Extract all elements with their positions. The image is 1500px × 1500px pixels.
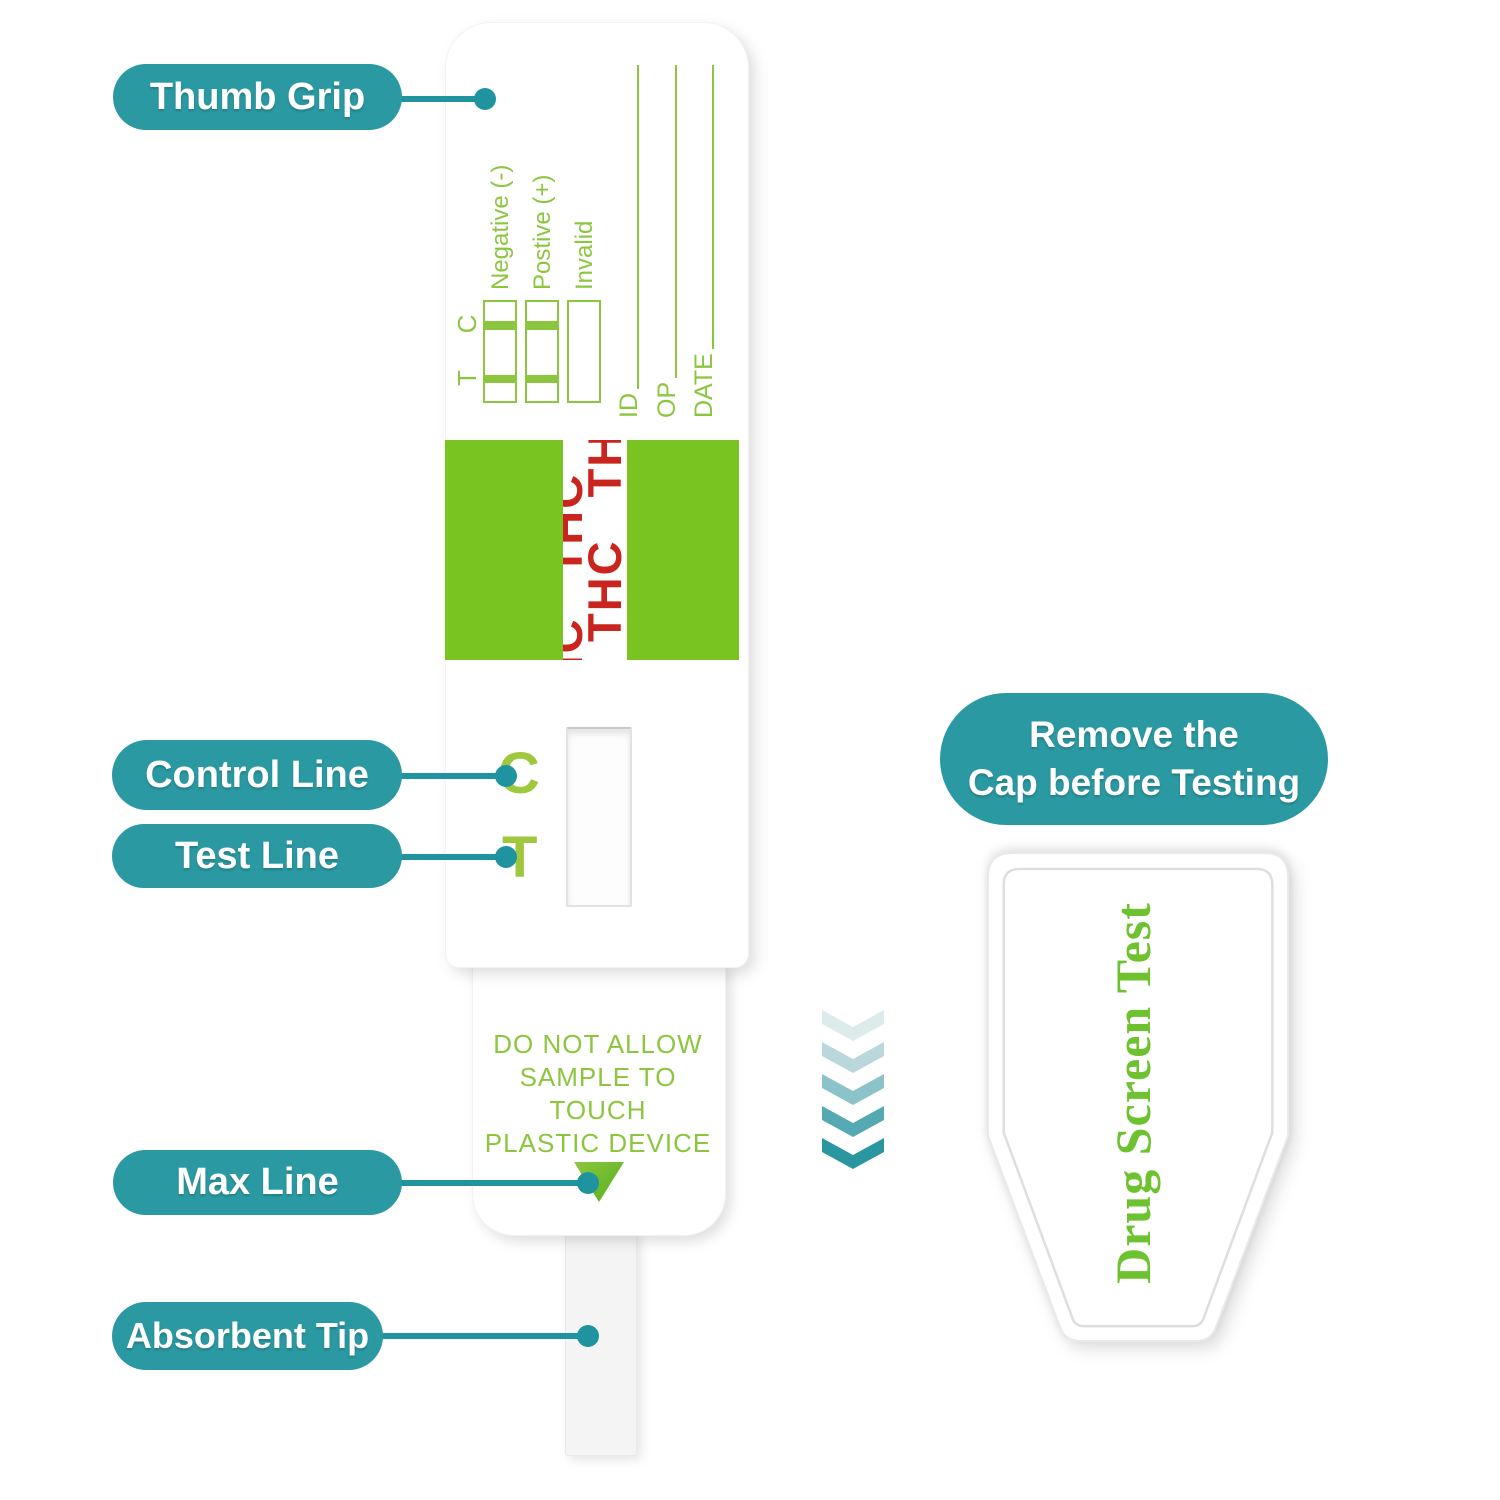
chevrons-down-icon bbox=[822, 1010, 884, 1169]
remove-cap-line-2: Cap before Testing bbox=[967, 762, 1301, 803]
absorbent-tip-pointer-dot bbox=[577, 1325, 599, 1347]
cap-label: Drug Screen Test bbox=[1105, 902, 1161, 1284]
cap-inner-outline bbox=[1002, 867, 1274, 1328]
absorbent-tip-connector bbox=[379, 1333, 588, 1339]
absorbent-tip-strip bbox=[565, 1232, 637, 1456]
c-line-mark bbox=[485, 321, 515, 330]
cap-outline bbox=[986, 852, 1290, 1342]
c-line-mark bbox=[527, 321, 557, 330]
test-line-callout: Test Line bbox=[112, 824, 402, 888]
warning-line-3: PLASTIC DEVICE bbox=[484, 1128, 712, 1158]
thc-text: THC bbox=[563, 617, 592, 660]
thumb-grip-callout: Thumb Grip bbox=[113, 64, 402, 130]
test-line-pointer-dot bbox=[495, 846, 517, 868]
result-interpretation-label: T C Negative (-) Postive (+) Invalid ID … bbox=[452, 60, 722, 420]
result-window bbox=[566, 727, 632, 907]
field-id-label: ID bbox=[615, 393, 643, 418]
thumb-grip-pointer-dot bbox=[474, 88, 496, 110]
absorbent-tip-callout: Absorbent Tip bbox=[112, 1302, 383, 1370]
result-label-negative: Negative (-) bbox=[487, 164, 514, 290]
write-line bbox=[712, 65, 714, 350]
device-cap bbox=[986, 852, 1290, 1342]
field-date-label: DATE bbox=[690, 353, 718, 418]
result-box-negative bbox=[483, 300, 517, 403]
t-line-mark bbox=[527, 375, 557, 383]
max-line-pointer-dot bbox=[577, 1172, 599, 1194]
remove-cap-line-1: Remove the bbox=[1029, 714, 1239, 755]
warning-line-1: DO NOT ALLOW bbox=[493, 1029, 703, 1059]
control-line-pointer-dot bbox=[495, 765, 517, 787]
sample-warning-text: DO NOT ALLOW SAMPLE TO TOUCH PLASTIC DEV… bbox=[472, 1028, 724, 1160]
thc-tape: THC THC THC THC bbox=[563, 440, 627, 660]
warning-line-2: SAMPLE TO TOUCH bbox=[519, 1062, 677, 1125]
max-line-callout: Max Line bbox=[113, 1150, 402, 1215]
result-box-positive bbox=[525, 300, 559, 403]
green-label-band: THC THC THC THC bbox=[445, 440, 739, 660]
t-line-mark bbox=[485, 375, 515, 383]
thc-text: THC bbox=[563, 472, 592, 576]
field-op: OP bbox=[652, 65, 682, 418]
result-label-positive: Postive (+) bbox=[529, 174, 556, 290]
write-line bbox=[637, 65, 639, 389]
field-op-label: OP bbox=[653, 381, 681, 418]
test-line-connector bbox=[398, 854, 500, 860]
result-label-invalid: Invalid bbox=[571, 220, 598, 290]
thumb-grip-connector bbox=[398, 96, 482, 102]
write-line bbox=[675, 65, 677, 378]
result-box-invalid bbox=[567, 300, 601, 403]
control-line-connector bbox=[398, 773, 500, 779]
control-line-callout: Control Line bbox=[112, 740, 402, 810]
thc-tape-window: THC THC THC THC bbox=[563, 440, 627, 660]
remove-cap-callout: Remove the Cap before Testing bbox=[940, 693, 1328, 825]
test-column-header: T bbox=[452, 370, 482, 386]
field-id: ID bbox=[614, 65, 644, 418]
max-line-connector bbox=[398, 1180, 588, 1186]
control-column-header: C bbox=[452, 314, 482, 334]
field-date: DATE bbox=[689, 65, 719, 418]
thc-text-row: THC THC bbox=[563, 473, 593, 660]
